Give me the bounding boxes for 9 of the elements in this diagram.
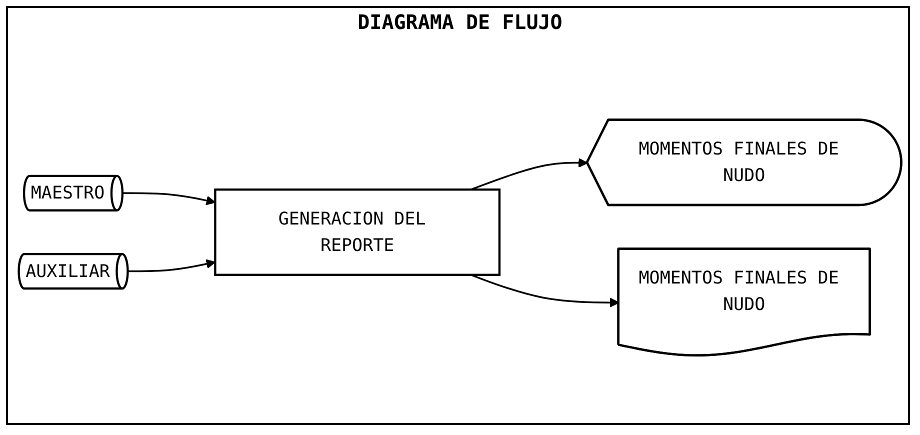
arrow — [122, 192, 216, 206]
node-box — [214, 188, 501, 276]
node-text: MAESTRO — [30, 182, 105, 203]
node-text: AUXILIAR — [26, 260, 110, 282]
arrow — [470, 274, 620, 308]
flowchart: MAESTRO AUXILIAR GENERACION DEL REPORTE MOMENTOS FINALES DE NUDO MOMENTOS FINALES DE NUDO — [10, 110, 910, 364]
diagram-title: DIAGRAMA DE FLUJO — [358, 10, 562, 34]
arrow — [128, 259, 216, 272]
arrow — [470, 158, 588, 190]
